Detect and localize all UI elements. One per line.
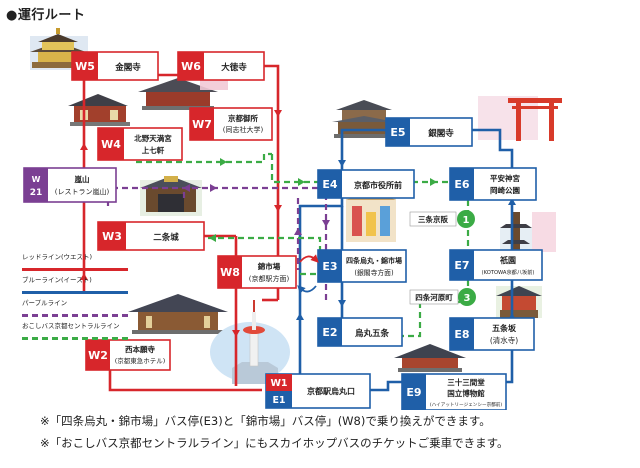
stop-e3-name-2: (銀閣寺方面)	[354, 268, 394, 277]
stop-e8: E8 五条坂 (清水寺)	[449, 317, 535, 351]
purple-line-arrows	[183, 184, 330, 235]
stop-e5-code: E5	[390, 126, 405, 139]
svg-text:W1: W1	[270, 378, 287, 389]
nijo-illustration	[140, 176, 202, 216]
stop-e2-name: 烏丸五条	[355, 328, 390, 339]
stop-e9-name-1: 三十三間堂	[447, 377, 485, 387]
svg-text:E1: E1	[272, 395, 285, 406]
stop-w21: W 21 嵐山 (レストラン嵐山)	[23, 167, 117, 203]
stop-w7-name-2: (同志社大学)	[223, 125, 264, 134]
stop-w4-name-2: 上七軒	[142, 145, 165, 155]
notes: ※「四条烏丸・錦市場」バス停(E3)と「錦市場」バス停」(W8)で乗り換えができ…	[40, 410, 508, 454]
stop-e8-name-1: 五条坂	[492, 323, 517, 333]
stop-w1-e1: W1 E1 京都駅烏丸口	[265, 373, 371, 409]
svg-text:W: W	[32, 175, 41, 184]
stop-w8: W8 錦市場 (京都駅方面)	[217, 255, 297, 289]
green-stop-3-num: 3	[464, 293, 471, 304]
transfer-arrows	[297, 254, 319, 294]
stop-e4-name: 京都市役所前	[354, 180, 402, 190]
stop-e9-name-3: (ハイアットリージェンシー京都前)	[430, 401, 503, 408]
stop-w6-name: 大徳寺	[221, 62, 247, 73]
stop-w4: W4 北野天満宮 上七軒	[97, 127, 183, 161]
stop-w7: W7 京都御所 (同志社大学)	[189, 107, 273, 141]
stop-w4-code: W4	[101, 138, 121, 151]
legend-purple: パープルライン	[22, 299, 134, 323]
legend-red-label: レッドライン(ウエスト)	[22, 253, 93, 261]
kyoto-tower-illustration	[210, 300, 290, 384]
stop-w2-name-2: (京都東急ホテル)	[115, 356, 166, 365]
stop-e3-code: E3	[322, 260, 337, 273]
stop-e2-code: E2	[322, 326, 337, 339]
stop-e8-name-2: (清水寺)	[490, 335, 518, 345]
stop-w5-code: W5	[75, 60, 95, 73]
legend: レッドライン(ウエスト) ブルーライン(イースト) パープルライン おこしバス京…	[22, 253, 134, 346]
legend-purple-label: パープルライン	[22, 299, 68, 307]
stop-w5-name: 金閣寺	[114, 62, 141, 73]
stop-e9-name-2: 国立博物館	[447, 388, 485, 398]
stop-w2-name-1: 西本願寺	[125, 344, 155, 354]
nishi-honganji-illustration	[128, 294, 228, 334]
page-title: ●運行ルート	[6, 8, 86, 23]
stop-w7-name-1: 京都御所	[228, 113, 258, 123]
stop-w3: W3 二条城	[97, 221, 205, 251]
stop-e9: E9 三十三間堂 国立博物館 (ハイアットリージェンシー京都前)	[401, 373, 507, 410]
stop-e7-code: E7	[454, 259, 469, 272]
stop-e6: E6 平安神宮 岡崎公園	[449, 167, 537, 201]
stop-e3: E3 四条烏丸・錦市場 (銀閣寺方面)	[317, 249, 407, 283]
stop-w3-name: 二条城	[153, 232, 179, 243]
green-stop-shijo-kawaramachi: 四条河原町 3	[409, 288, 476, 306]
stop-e7-name-1: 祇園	[499, 255, 516, 265]
stop-w21-name-1: 嵐山	[75, 174, 90, 184]
svg-text:21: 21	[30, 188, 43, 198]
stop-w8-name-2: (京都駅方面)	[249, 274, 290, 283]
note-transfer: ※「四条烏丸・錦市場」バス停(E3)と「錦市場」バス停」(W8)で乗り換えができ…	[40, 414, 491, 428]
stop-e6-name-2: 岡崎公園	[490, 185, 520, 195]
kiyomizu-illustration	[496, 286, 542, 318]
legend-blue: ブルーライン(イースト)	[22, 276, 134, 300]
stop-w5: W5 金閣寺	[71, 51, 159, 81]
kitano-illustration	[68, 94, 130, 126]
stop-e9-code: E9	[406, 386, 421, 399]
legend-green-label: おこしバス京都セントラルライン	[22, 322, 120, 330]
stop-w2-code: W2	[88, 349, 108, 362]
legend-red: レッドライン(ウエスト)	[22, 253, 134, 277]
stop-w6-code: W6	[181, 60, 201, 73]
stop-e6-name-1: 平安神宮	[490, 173, 520, 183]
stop-e6-code: E6	[454, 178, 470, 191]
green-stop-3-name: 四条河原町	[415, 292, 453, 302]
stop-w6: W6 大徳寺	[177, 51, 265, 81]
stop-e4: E4 京都市役所前	[317, 169, 415, 199]
route-diagram: W5 金閣寺 W6 大徳寺 W7 京都御所 (同志社大学) W4 北野天満宮 上…	[23, 28, 562, 410]
green-stop-1-name: 三条京阪	[418, 214, 448, 224]
stop-e7-name-2: (KOTOWA京都八坂前)	[482, 268, 535, 276]
stop-e7: E7 祇園 (KOTOWA京都八坂前)	[449, 249, 543, 281]
note-central-line: ※「おこしバス京都セントラルライン」にもスカイホップバスのチケットご乗車できます…	[40, 436, 509, 450]
stop-e5: E5 銀閣寺	[385, 117, 473, 147]
stop-w2: W2 西本願寺 (京都東急ホテル)	[85, 339, 171, 371]
legend-blue-label: ブルーライン(イースト)	[22, 276, 92, 284]
stop-e4-code: E4	[322, 178, 338, 191]
stop-w8-name-1: 錦市場	[257, 261, 281, 271]
sanjusangendo-illustration	[394, 344, 466, 372]
legend-green: おこしバス京都セントラルライン	[22, 322, 134, 346]
stop-w1-e1-name: 京都駅烏丸口	[307, 386, 355, 396]
heian-torii-illustration	[478, 96, 562, 141]
stop-w7-code: W7	[192, 118, 212, 131]
stop-e8-code: E8	[454, 328, 469, 341]
stop-w4-name-1: 北野天満宮	[134, 133, 172, 143]
illustrations	[30, 28, 562, 384]
stop-w3-code: W3	[102, 230, 122, 243]
stop-w21-name-2: (レストラン嵐山)	[55, 187, 110, 196]
green-stop-sanjo-keihan: 三条京阪 1	[409, 210, 475, 228]
red-line-arrows	[80, 110, 282, 337]
stop-w8-code: W8	[220, 266, 240, 279]
green-stop-1-num: 1	[463, 215, 470, 226]
stop-e3-name-1: 四条烏丸・錦市場	[346, 256, 402, 265]
stop-e2: E2 烏丸五条	[317, 317, 403, 347]
stop-e5-name: 銀閣寺	[427, 128, 454, 139]
